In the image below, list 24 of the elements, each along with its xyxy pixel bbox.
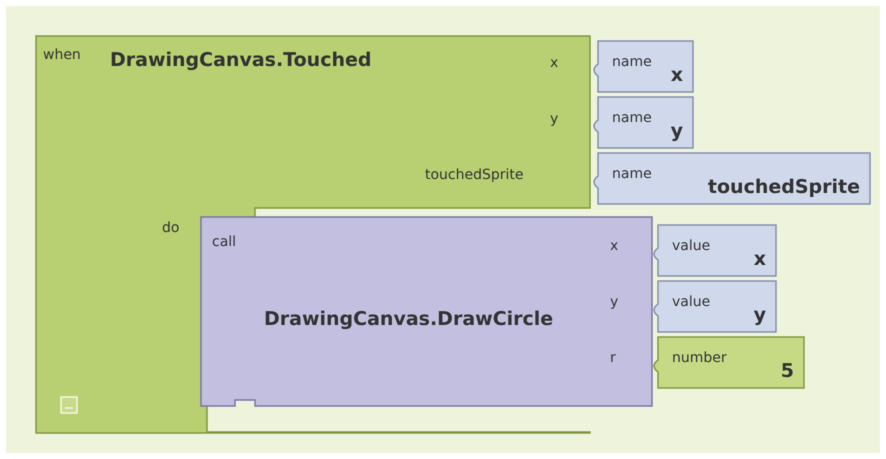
procedure-name: DrawingCanvas.DrawCircle — [264, 308, 554, 330]
parameter-label: x — [550, 55, 558, 71]
event-name: DrawingCanvas.Touched — [110, 49, 372, 71]
block-keyword: name — [612, 166, 652, 182]
block-value: touchedSprite — [708, 176, 860, 198]
parameter-label: touchedSprite — [425, 167, 524, 183]
block-keyword: name — [612, 54, 652, 70]
argument-label: x — [610, 238, 618, 254]
block-value: x — [670, 64, 683, 86]
block-keyword: number — [672, 350, 727, 366]
block-value: y — [670, 120, 683, 142]
argument-label: r — [610, 350, 616, 366]
block-value: y — [754, 304, 766, 326]
block-value: x — [754, 248, 766, 270]
slot-label: do — [162, 220, 180, 236]
argument-label: y — [610, 294, 618, 310]
parameter-label: y — [550, 111, 558, 127]
call-keyword: call — [212, 234, 236, 250]
block-keyword: value — [672, 238, 710, 254]
block-keyword: name — [612, 110, 652, 126]
block-value: 5 — [780, 360, 794, 382]
block-keyword: value — [672, 294, 710, 310]
call-block — [200, 216, 656, 408]
event-keyword: when — [43, 47, 81, 63]
